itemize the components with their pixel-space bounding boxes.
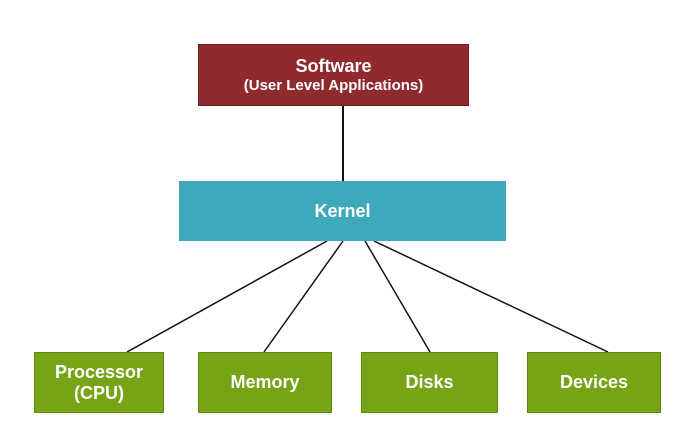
processor-label: Processor xyxy=(54,361,144,382)
kernel-title: Kernel xyxy=(314,200,371,221)
connector-kernel-devices xyxy=(373,240,609,353)
processor-box: Processor (CPU) xyxy=(34,352,164,413)
memory-box: Memory xyxy=(198,352,332,413)
connector-kernel-disks xyxy=(364,240,431,353)
software-title: Software xyxy=(295,55,372,76)
devices-box: Devices xyxy=(527,352,661,413)
memory-label: Memory xyxy=(230,372,300,393)
kernel-box: Kernel xyxy=(179,181,506,241)
devices-label: Devices xyxy=(559,372,629,393)
software-box: Software (User Level Applications) xyxy=(198,44,469,106)
disks-label: Disks xyxy=(405,372,454,393)
processor-sublabel: (CPU) xyxy=(74,382,124,403)
connector-kernel-processor xyxy=(126,240,328,353)
connector-kernel-memory xyxy=(263,240,344,353)
software-subtitle: (User Level Applications) xyxy=(243,77,424,95)
disks-box: Disks xyxy=(361,352,498,413)
